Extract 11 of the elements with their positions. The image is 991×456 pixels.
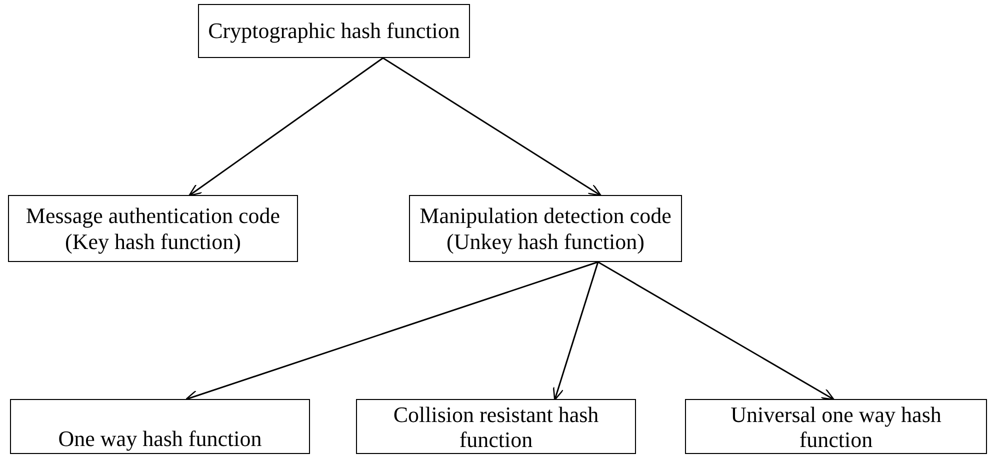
arrow bbox=[188, 57, 384, 196]
arrow bbox=[598, 261, 835, 400]
text-box: One way hash function bbox=[10, 399, 310, 454]
text-box: Collision resistant hash function bbox=[356, 399, 636, 454]
arrow bbox=[382, 57, 602, 196]
arrow bbox=[552, 262, 599, 401]
text-box: Manipulation detection code (Unkey hash function) bbox=[409, 195, 682, 262]
text-box: Cryptographic hash function bbox=[198, 4, 470, 58]
text-box: Message authentication code (Key hash function) bbox=[8, 195, 298, 262]
arrow bbox=[185, 261, 598, 401]
text-box: Universal one way hash function bbox=[685, 399, 987, 454]
